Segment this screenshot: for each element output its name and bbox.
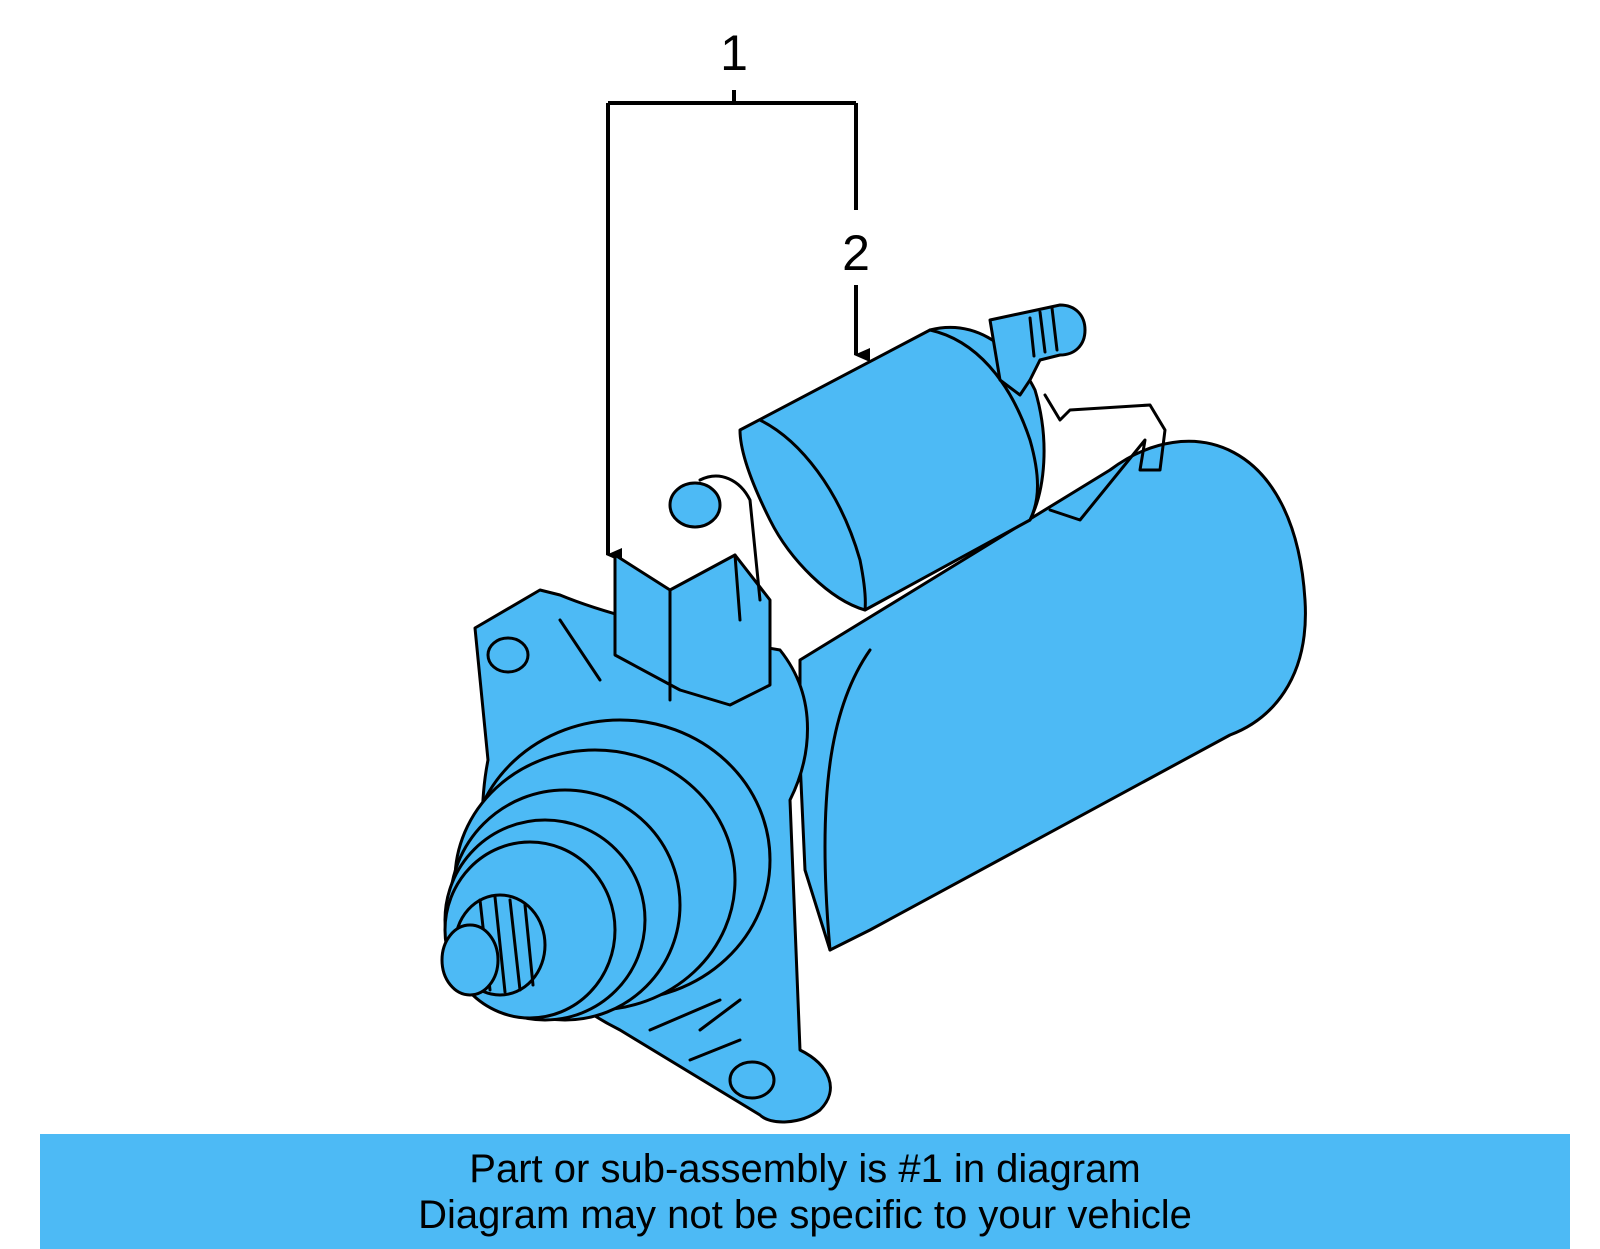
solenoid-ring-front — [758, 418, 867, 612]
terminal-stud — [988, 303, 1087, 397]
motor-housing-seam — [823, 648, 872, 952]
flange-bolt-hole-top — [486, 636, 530, 674]
starter-motor — [440, 303, 1307, 1124]
callout-lines — [606, 90, 870, 562]
lug-boss — [668, 481, 722, 529]
callout-label-2: 2 — [842, 225, 870, 281]
pinion-tip — [440, 923, 500, 997]
callout-label-1: 1 — [720, 25, 748, 81]
lug-arm — [698, 474, 762, 602]
wire-bracket — [1043, 393, 1167, 522]
motor-housing — [798, 439, 1307, 952]
caption-bar: Part or sub-assembly is #1 in diagram Di… — [40, 1134, 1570, 1249]
top-lug-edges — [668, 553, 742, 702]
top-lug — [613, 553, 772, 707]
terminal-stud-threads — [1028, 306, 1059, 358]
flange-ribs — [558, 618, 742, 1062]
flange-bolt-hole-bottom — [728, 1060, 776, 1100]
caption-line-disclaimer: Diagram may not be specific to your vehi… — [418, 1192, 1192, 1237]
caption-line-part-info: Part or sub-assembly is #1 in diagram — [469, 1146, 1141, 1191]
solenoid-ring — [928, 328, 1039, 522]
